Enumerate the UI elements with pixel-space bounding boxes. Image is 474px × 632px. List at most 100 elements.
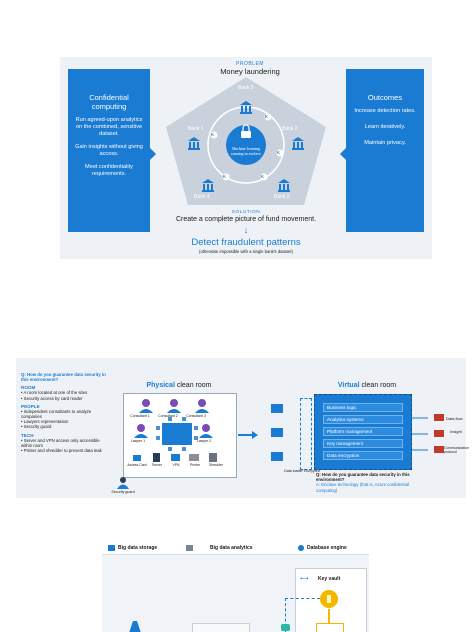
question-text: Q: How do you guarantee data security in…	[21, 372, 106, 383]
key-vault-label: Key vault	[318, 576, 341, 582]
layer-business-logic: Business logic	[323, 403, 403, 412]
security-guard-icon	[117, 477, 129, 489]
bank-5-icon	[240, 101, 252, 114]
insight-label: Insight	[450, 429, 462, 434]
consultant-3-label: Consultant 3	[186, 414, 206, 418]
people-item-3: • Security guard	[21, 424, 52, 430]
transition-arrow-line	[238, 434, 254, 436]
confidential-computing-title: Confidential computing	[89, 93, 129, 111]
enclave-core	[226, 125, 266, 165]
shredder-icon	[209, 453, 217, 462]
destination-bank-icons	[434, 414, 444, 453]
architecture-panel: Big data storage Big data analytics Data…	[102, 543, 369, 632]
bank-3-label: Bank 3	[274, 194, 290, 200]
data-flow-arrows	[412, 417, 428, 451]
storage-icon	[108, 545, 115, 551]
lawyer-2-label: Lawyer 2	[196, 439, 212, 443]
key-vault-connector	[328, 609, 330, 625]
outcomes-title: Outcomes	[367, 93, 403, 102]
key-label-2: K	[277, 150, 281, 155]
lock-icon	[241, 124, 251, 138]
bank-4-label: Bank 4	[194, 194, 210, 200]
outcome-point-2: Learn iteratively.	[364, 124, 406, 130]
dashed-link-vertical	[285, 598, 287, 632]
data-loader-label: Data loader Encrypted	[284, 469, 320, 473]
confidential-point-1: Run agreed-upon analytics on the combine…	[75, 117, 143, 137]
azure-logo-icon	[129, 621, 141, 632]
left-box-pointer	[150, 148, 156, 160]
enclave-label: Machine learning running in enclave	[231, 146, 261, 156]
connector-node	[281, 624, 290, 631]
bank-network-diagram	[166, 77, 326, 205]
room-title: ROOM	[21, 385, 36, 391]
requirements-column: Q: How do you guarantee data security in…	[21, 372, 107, 453]
security-guard-label: Security guard	[111, 490, 135, 494]
key-label-1: K	[265, 114, 269, 119]
key-vault-target	[316, 623, 344, 632]
key-label-4: K	[223, 174, 227, 179]
bank-1-icon	[188, 137, 200, 150]
communication-protocol-label: Communication protocol	[444, 446, 469, 455]
tech-item-2: • Printer and shredder to prevent data l…	[21, 448, 102, 454]
physical-clean-room-title: Physical clean room	[146, 382, 212, 389]
expand-icon: ⟷	[300, 576, 309, 582]
right-box-pointer	[340, 148, 346, 160]
server-label: Server	[152, 463, 162, 467]
problem-label: PROBLEM	[236, 61, 264, 67]
people-title: PEOPLE	[21, 403, 40, 409]
database-icon	[298, 545, 304, 551]
confidential-computing-box: Confidential computing Run agreed-upon a…	[68, 69, 150, 232]
content-box	[192, 623, 250, 632]
money-laundering-panel: Confidential computing Run agreed-upon a…	[60, 57, 432, 259]
bank-5-label: Bank 5	[238, 85, 254, 91]
tech-item-1: • Server and VPN access only accessible …	[21, 437, 100, 448]
printer-icon	[189, 454, 199, 461]
lawyer-1-label: Lawyer 1	[130, 439, 146, 443]
bank-4-icon	[202, 179, 214, 192]
consultant-1-label: Consultant 1	[130, 414, 150, 418]
consultant-1-icon	[139, 399, 153, 413]
server-icon	[153, 453, 160, 462]
tab-database-engine[interactable]: Database engine	[307, 545, 347, 551]
data-loader-column	[300, 398, 312, 470]
room-item-2: • Security access by card reader	[21, 395, 83, 401]
bank-1-label: Bank 1	[188, 126, 204, 132]
confidential-point-2: Gain insights without giving access.	[75, 144, 143, 157]
layer-platform-management: Platform management	[323, 427, 403, 436]
tab-big-data-storage[interactable]: Big data storage	[118, 545, 158, 551]
lawyer-1-icon	[134, 424, 148, 438]
physical-room-icons	[133, 399, 217, 462]
access-card-label: Access Card	[127, 463, 147, 467]
solution-label: SOLUTION	[231, 210, 261, 215]
key-label-5: K	[211, 132, 215, 137]
key-badges	[210, 113, 284, 181]
chairs	[156, 417, 198, 451]
consultant-2-icon	[167, 399, 181, 413]
bank-3-icon	[278, 179, 290, 192]
tab-big-data-analytics[interactable]: Big data analytics	[210, 545, 253, 551]
dashed-link-horizontal	[285, 598, 320, 600]
people-item-1: • Independent consultants to analyze com…	[21, 408, 92, 420]
layer-analytics-systems: Analytics systems	[323, 415, 403, 424]
confidential-point-3: Meet confidentiality requirements.	[85, 164, 133, 177]
data-flow-label: Data flow	[446, 416, 463, 421]
solution-text: Create a complete picture of fund moveme…	[175, 216, 317, 223]
source-servers-icons	[271, 404, 283, 461]
layer-key-management: Key management	[323, 439, 403, 448]
virtual-room-box: Business logic Analytics systems Platfor…	[314, 394, 412, 470]
room-item-1: • A room located at one of the sites	[21, 390, 88, 396]
key-icon-bit	[327, 595, 331, 603]
meeting-table	[162, 423, 192, 445]
bank-icons	[188, 101, 304, 192]
bank-2-label: Bank 2	[282, 126, 298, 132]
lawyer-2-icon	[199, 424, 213, 438]
clean-room-panel: Q: How do you guarantee data security in…	[16, 358, 469, 498]
virtual-clean-room-title: Virtual clean room	[337, 382, 397, 389]
vpn-icon	[171, 454, 180, 461]
bank-2-icon	[292, 137, 304, 150]
problem-title: Money laundering	[220, 67, 280, 76]
outcome-point-3: Maintain privacy.	[364, 140, 406, 146]
key-label-3: K	[261, 174, 265, 179]
layer-data-encryption: Data encryption	[323, 451, 403, 460]
transition-arrow-head	[252, 431, 258, 439]
